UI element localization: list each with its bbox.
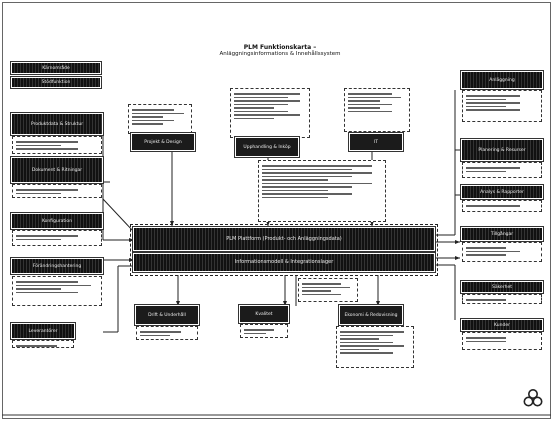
node-bottom-maintenance: Drift & Underhåll (136, 306, 198, 324)
node-left-change: Förändringshantering (12, 259, 102, 273)
note-bottom-quality (240, 324, 288, 338)
note-center (258, 160, 386, 222)
note-procurement (230, 88, 310, 138)
node-right-planning: Planering & Resurser (462, 140, 542, 160)
node-right-security: Säkerhet (462, 282, 542, 292)
node-right-facility: Anläggning (462, 72, 542, 88)
note-bottom-middle (298, 278, 358, 302)
note-left-suppliers (12, 340, 74, 348)
platform-container (130, 224, 438, 276)
company-logo-icon (523, 389, 543, 407)
note-bottom-maintenance (136, 326, 198, 340)
note-it (344, 88, 410, 132)
node-right-customers: Kunder (462, 320, 542, 330)
note-design (128, 104, 192, 134)
note-right-analysis (462, 200, 542, 212)
node-left-config: Konfiguration (12, 214, 102, 228)
platform-block: PLM Plattform (Produkt- och Anläggningsd… (134, 228, 434, 250)
legend-support: Stödfunktion (12, 78, 100, 87)
node-left-product: Produktdata & Struktur (12, 114, 102, 134)
node-bottom-quality: Kvalitet (240, 306, 288, 322)
title-line-1: PLM Funktionskarta – (243, 44, 317, 51)
integration-block: Informationsmodell & Integrationslager (134, 254, 434, 271)
node-procurement: Upphandling & Inköp (236, 138, 298, 156)
note-right-assets (462, 242, 542, 262)
note-right-planning (462, 162, 542, 178)
node-right-analysis: Analys & Rapporter (462, 186, 542, 198)
node-left-documents: Dokument & Ritningar (12, 158, 102, 182)
note-left-documents (12, 184, 102, 198)
node-bottom-finance: Ekonomi & Redovisning (340, 306, 402, 324)
note-right-security (462, 294, 542, 304)
node-left-suppliers: Leverantörer (12, 324, 74, 338)
node-it: IT (350, 134, 402, 150)
note-right-facility (462, 90, 542, 122)
node-right-assets: Tillgångar (462, 228, 542, 240)
note-left-product (12, 136, 102, 154)
note-bottom-finance (336, 326, 414, 368)
note-left-change (12, 276, 102, 306)
node-design: Projekt & Design (132, 134, 194, 150)
title-line-2: Anläggningsinformations & Innehållssyste… (219, 51, 341, 57)
note-left-config (12, 230, 102, 246)
bottom-rule (2, 414, 551, 416)
legend-core: Kärnområde (12, 63, 100, 73)
diagram-title: PLM Funktionskarta – Anläggningsinformat… (150, 44, 410, 58)
note-right-customers (462, 332, 542, 350)
